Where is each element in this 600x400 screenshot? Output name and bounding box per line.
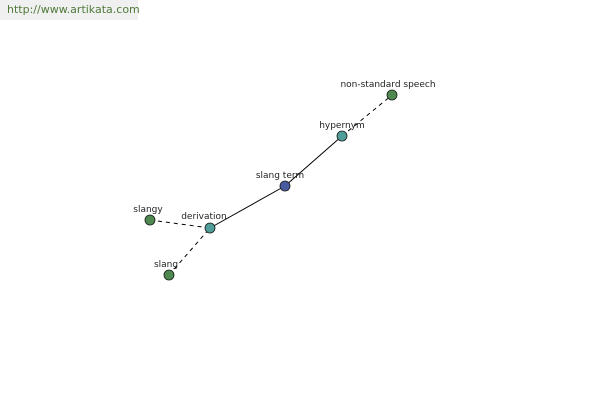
node-marker-slang[interactable] bbox=[163, 269, 175, 281]
edge-slang-to-derivation bbox=[168, 227, 211, 276]
edge-slangy-to-derivation bbox=[149, 219, 211, 229]
site-url-link[interactable]: http://www.artikata.com bbox=[0, 0, 140, 20]
node-label-slang-term: slang term bbox=[256, 171, 304, 181]
node-marker-hypernym[interactable] bbox=[336, 130, 348, 142]
node-marker-non-standard-speech[interactable] bbox=[386, 89, 398, 101]
nodes-layer: non-standard speech hypernym slang term der… bbox=[133, 80, 436, 281]
node-marker-slang-term[interactable] bbox=[279, 180, 291, 192]
node-derivation[interactable]: derivation bbox=[181, 212, 227, 234]
node-label-derivation: derivation bbox=[181, 212, 227, 222]
node-slang[interactable]: slang bbox=[154, 260, 178, 281]
node-label-non-standard-speech: non-standard speech bbox=[340, 80, 435, 90]
node-slangy[interactable]: slangy bbox=[133, 205, 163, 226]
node-label-hypernym: hypernym bbox=[319, 121, 365, 131]
node-marker-slangy[interactable] bbox=[144, 214, 156, 226]
edge-derivation-to-slang-term bbox=[209, 185, 286, 229]
node-non-standard-speech[interactable]: non-standard speech bbox=[340, 80, 436, 101]
node-slang-term[interactable]: slang term bbox=[256, 171, 304, 192]
node-label-slang: slang bbox=[154, 260, 178, 270]
edges-layer bbox=[149, 94, 393, 276]
node-marker-derivation[interactable] bbox=[204, 222, 216, 234]
node-label-slangy: slangy bbox=[133, 205, 163, 215]
edge-slang-term-to-hypernym bbox=[284, 135, 343, 187]
node-hypernym[interactable]: hypernym bbox=[319, 121, 365, 142]
edge-hypernym-to-non-standard-speech bbox=[341, 94, 393, 137]
